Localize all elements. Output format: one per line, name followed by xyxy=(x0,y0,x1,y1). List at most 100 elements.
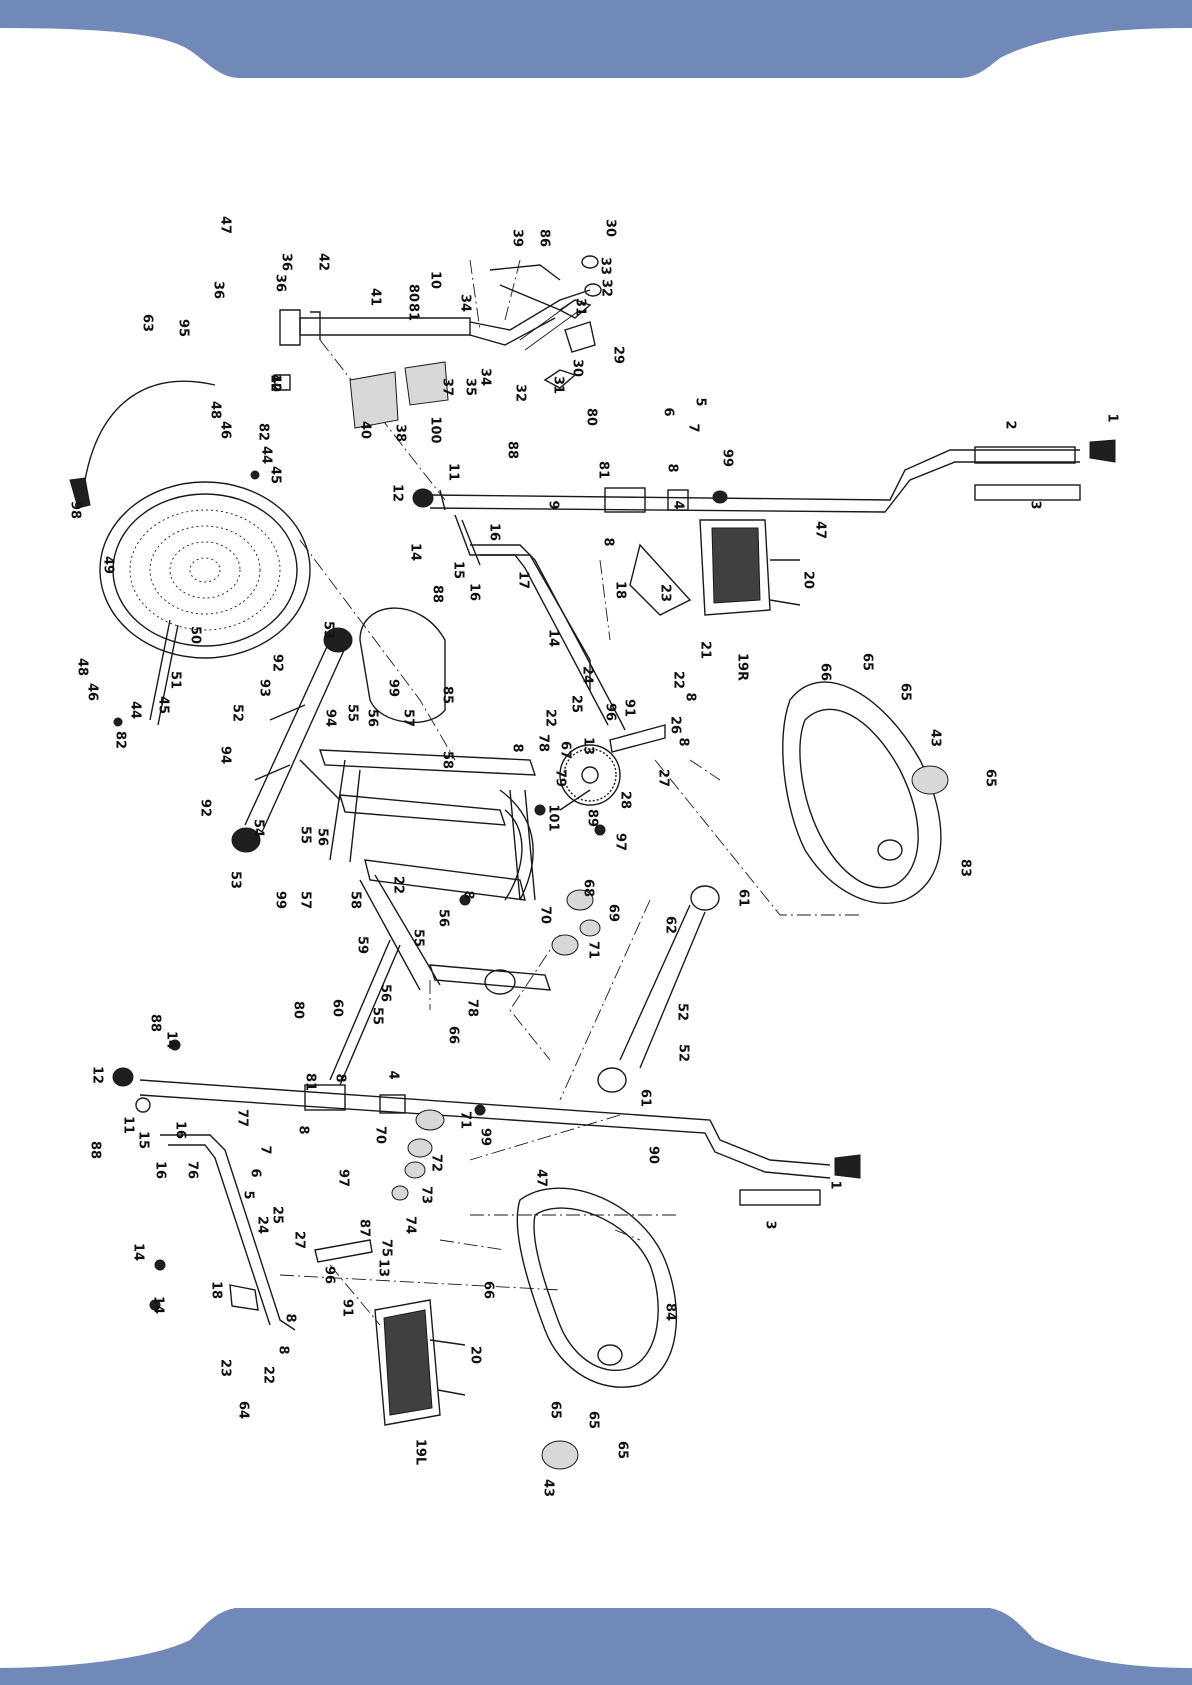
right-pedal xyxy=(629,519,801,616)
part-callout-71: 71 xyxy=(458,1111,473,1129)
right-pedal-arm xyxy=(470,544,626,731)
main-base-frame xyxy=(299,749,552,1086)
part-callout-3: 3 xyxy=(763,1220,778,1229)
part-callout-39: 39 xyxy=(510,229,525,247)
part-callout-80: 80 xyxy=(584,408,599,426)
part-callout-56: 56 xyxy=(436,909,451,927)
part-callout-90: 90 xyxy=(646,1146,661,1164)
part-callout-15: 15 xyxy=(451,561,466,579)
part-callout-45: 45 xyxy=(156,696,171,714)
part-callout-96: 96 xyxy=(603,703,618,721)
part-callout-15: 15 xyxy=(136,1131,151,1149)
part-callout-88: 88 xyxy=(88,1141,103,1159)
part-callout-8: 8 xyxy=(283,1313,298,1322)
part-callout-99: 99 xyxy=(273,891,288,909)
part-callout-29: 29 xyxy=(611,346,626,364)
part-callout-32: 32 xyxy=(599,279,614,297)
part-callout-61: 61 xyxy=(638,1089,653,1107)
part-callout-46: 46 xyxy=(85,683,100,701)
part-callout-45: 45 xyxy=(268,466,283,484)
part-callout-5: 5 xyxy=(693,397,708,406)
part-callout-66: 66 xyxy=(481,1281,496,1299)
part-callout-74: 74 xyxy=(403,1216,418,1234)
part-callout-14: 14 xyxy=(164,1031,179,1049)
part-callout-49: 49 xyxy=(101,556,116,574)
part-callout-85: 85 xyxy=(440,686,455,704)
part-callout-56: 56 xyxy=(315,828,330,846)
part-callout-12: 12 xyxy=(390,484,405,502)
part-callout-12: 12 xyxy=(90,1066,105,1084)
header-band xyxy=(0,0,1192,78)
part-callout-82: 82 xyxy=(113,731,128,749)
part-callout-76: 76 xyxy=(185,1161,200,1179)
part-callout-63: 63 xyxy=(140,314,155,332)
part-callout-52: 52 xyxy=(676,1044,691,1062)
part-callout-11: 11 xyxy=(121,1116,136,1134)
part-callout-8: 8 xyxy=(333,1073,348,1082)
part-callout-50: 50 xyxy=(188,626,203,644)
part-callout-27: 27 xyxy=(292,1231,307,1249)
part-callout-72: 72 xyxy=(429,1154,444,1172)
part-callout-55: 55 xyxy=(345,704,360,722)
part-callout-4: 4 xyxy=(671,500,686,509)
part-callout-79: 79 xyxy=(553,769,568,787)
part-callout-1: 1 xyxy=(1105,413,1120,422)
upright-console-mast xyxy=(274,255,602,429)
part-callout-25: 25 xyxy=(569,695,584,713)
part-callout-34: 34 xyxy=(458,294,473,312)
part-callout-28: 28 xyxy=(618,791,633,809)
part-callout-93: 93 xyxy=(257,679,272,697)
part-callout-88: 88 xyxy=(505,441,520,459)
part-callout-8: 8 xyxy=(276,1345,291,1354)
left-crank-arm xyxy=(314,1239,373,1263)
part-callout-81: 81 xyxy=(406,303,421,321)
part-callout-70: 70 xyxy=(538,906,553,924)
part-callout-44: 44 xyxy=(128,701,143,719)
part-callout-16: 16 xyxy=(487,523,502,541)
part-callout-1: 1 xyxy=(828,1180,843,1189)
part-callout-98: 98 xyxy=(68,501,83,519)
part-callout-58: 58 xyxy=(440,751,455,769)
part-callout-18: 18 xyxy=(613,581,628,599)
part-callout-87: 87 xyxy=(357,1219,372,1237)
part-callout-89: 89 xyxy=(585,809,600,827)
part-callout-53: 53 xyxy=(321,621,336,639)
part-callout-96: 96 xyxy=(322,1266,337,1284)
part-callout-65: 65 xyxy=(548,1401,563,1419)
frame-cover xyxy=(359,607,446,723)
part-callout-51: 51 xyxy=(168,671,183,689)
part-callout-53: 53 xyxy=(228,871,243,889)
part-callout-19r: 19R xyxy=(735,653,750,681)
part-callout-47: 47 xyxy=(813,521,828,539)
part-callout-21: 21 xyxy=(698,641,713,659)
part-callout-66: 66 xyxy=(446,1026,461,1044)
part-callout-92: 92 xyxy=(270,654,285,672)
part-callout-59: 59 xyxy=(355,936,370,954)
part-callout-27: 27 xyxy=(656,769,671,787)
front-stabilizer xyxy=(231,627,353,853)
part-callout-18: 18 xyxy=(209,1281,224,1299)
part-callout-73: 73 xyxy=(419,1186,434,1204)
part-callout-31: 31 xyxy=(573,298,588,316)
part-callout-13: 13 xyxy=(376,1259,391,1277)
flywheel-disc xyxy=(99,481,311,726)
part-callout-94: 94 xyxy=(218,746,233,764)
part-callout-77: 77 xyxy=(235,1109,250,1127)
part-callout-64: 64 xyxy=(236,1401,251,1419)
part-callout-94: 94 xyxy=(323,709,338,727)
left-chain-guard xyxy=(516,1187,678,1470)
part-callout-34: 34 xyxy=(478,368,493,386)
hardware-washers xyxy=(113,470,606,1311)
part-callout-52: 52 xyxy=(675,1003,690,1021)
part-callout-48: 48 xyxy=(75,658,90,676)
part-callout-99: 99 xyxy=(478,1128,493,1146)
part-callout-52: 52 xyxy=(230,704,245,722)
part-callout-42: 42 xyxy=(316,253,331,271)
part-callouts: 1123344556677888888888891010111112121313… xyxy=(68,216,1120,1497)
part-callout-8: 8 xyxy=(676,737,691,746)
part-callout-23: 23 xyxy=(658,584,673,602)
left-pedal xyxy=(229,1284,466,1426)
part-callout-71: 71 xyxy=(586,941,601,959)
part-callout-46: 46 xyxy=(218,421,233,439)
part-callout-44: 44 xyxy=(259,446,274,464)
